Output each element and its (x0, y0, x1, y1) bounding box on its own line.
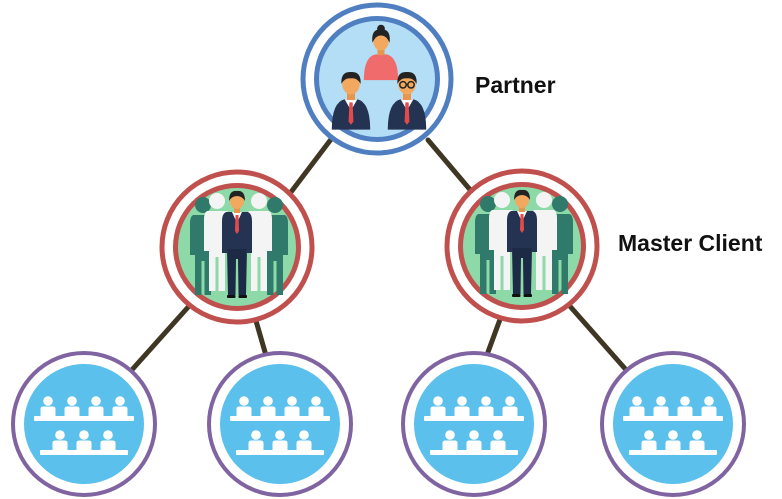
master-client-node-right (444, 168, 600, 324)
client-audience-icon (623, 396, 723, 455)
client-node-1 (11, 351, 157, 497)
client-node-3 (401, 351, 547, 497)
client-audience-icon (230, 396, 330, 455)
connector-left-client1 (127, 302, 193, 375)
master-client-label: Master Client (618, 230, 763, 256)
master-client-node-left (159, 169, 315, 325)
client-nodes (11, 351, 746, 497)
connector-partner-left (285, 135, 335, 199)
partner-label: Partner (475, 72, 556, 98)
client-node-2 (207, 351, 353, 497)
master-client-group-icon (475, 189, 573, 297)
client-audience-icon (424, 396, 524, 455)
connector-right-client3 (485, 311, 505, 355)
connector-partner-right (425, 137, 475, 195)
partner-node (300, 2, 454, 156)
client-audience-icon (34, 396, 134, 455)
connector-right-client4 (565, 301, 631, 375)
client-node-4 (600, 351, 746, 497)
master-client-group-icon (190, 190, 288, 298)
